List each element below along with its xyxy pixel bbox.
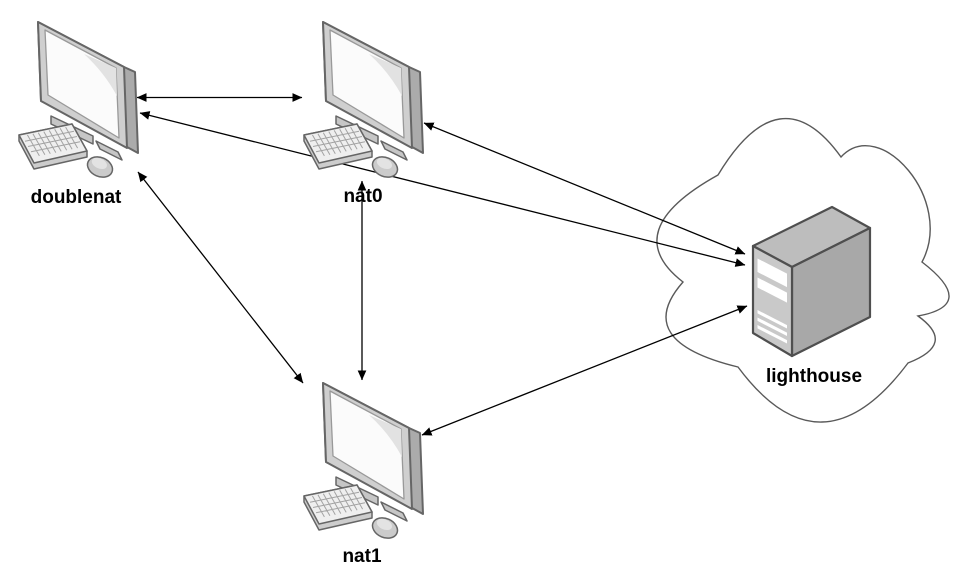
edge-doublenat-nat1: [137, 171, 304, 384]
edge-nat0-lighthouse: [423, 122, 746, 255]
node-label-doublenat: doublenat: [31, 187, 122, 208]
node-label-nat1: nat1: [342, 546, 382, 567]
node-lighthouse: [751, 205, 872, 358]
server-drive-bays: [757, 258, 787, 344]
node-label-lighthouse: lighthouse: [766, 366, 862, 387]
node-label-nat0: nat0: [343, 186, 382, 207]
edge-nat1-lighthouse: [421, 305, 748, 436]
edges: [136, 93, 748, 436]
